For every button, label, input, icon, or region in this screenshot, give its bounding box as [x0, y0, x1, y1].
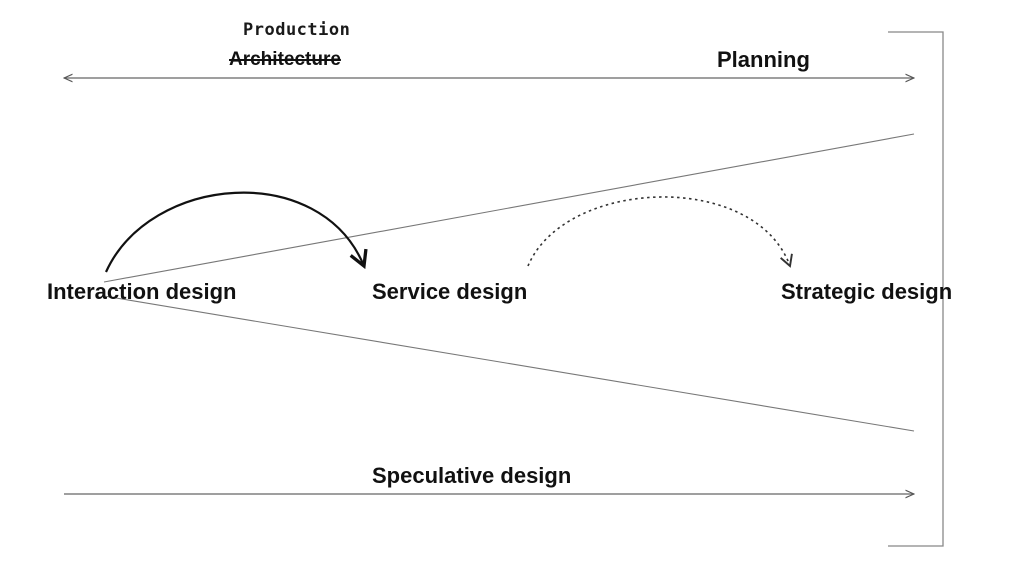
dotted-arc-arrow — [527, 196, 793, 268]
interaction-design-label: Interaction design — [47, 279, 237, 304]
production-label: Production — [243, 20, 351, 40]
speculative-design-label: Speculative design — [372, 463, 572, 488]
planning-label: Planning — [717, 47, 810, 72]
cone-lower-line — [103, 295, 915, 432]
cone-upper-line — [103, 133, 915, 283]
right-bracket — [888, 31, 944, 547]
strategic-design-label: Strategic design — [781, 279, 953, 304]
architecture-label-struck: Architecture — [229, 49, 341, 70]
solid-arc-arrow — [104, 191, 364, 273]
service-design-label: Service design — [372, 279, 528, 304]
